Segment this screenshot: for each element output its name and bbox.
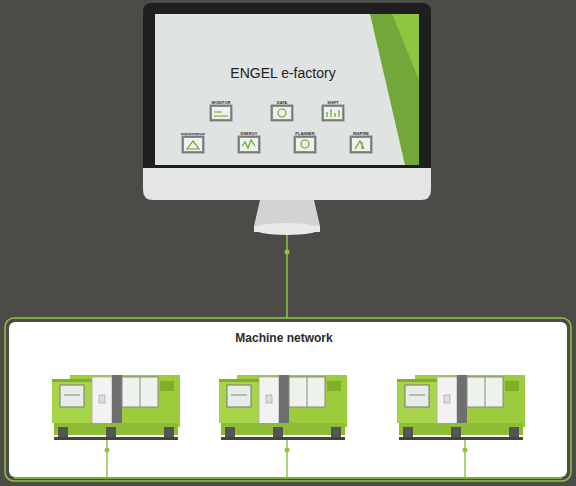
app-label: MONITOR xyxy=(212,100,231,105)
app-label: maintenance xyxy=(181,131,205,136)
network-link xyxy=(286,235,288,318)
machine-network-box: Machine network xyxy=(5,318,571,481)
app-label: PLANNER xyxy=(295,131,314,136)
node-label: ENGEL e-factory xyxy=(143,65,423,81)
app-label: INSPIRE xyxy=(353,131,369,136)
app-label: SHIFT xyxy=(327,100,339,105)
app-label: DATA xyxy=(277,100,288,105)
app-label: ENERGY xyxy=(241,131,258,136)
monitor-screen: ENGEL e-factory xyxy=(143,3,431,235)
node-label: Machine network xyxy=(5,331,563,345)
